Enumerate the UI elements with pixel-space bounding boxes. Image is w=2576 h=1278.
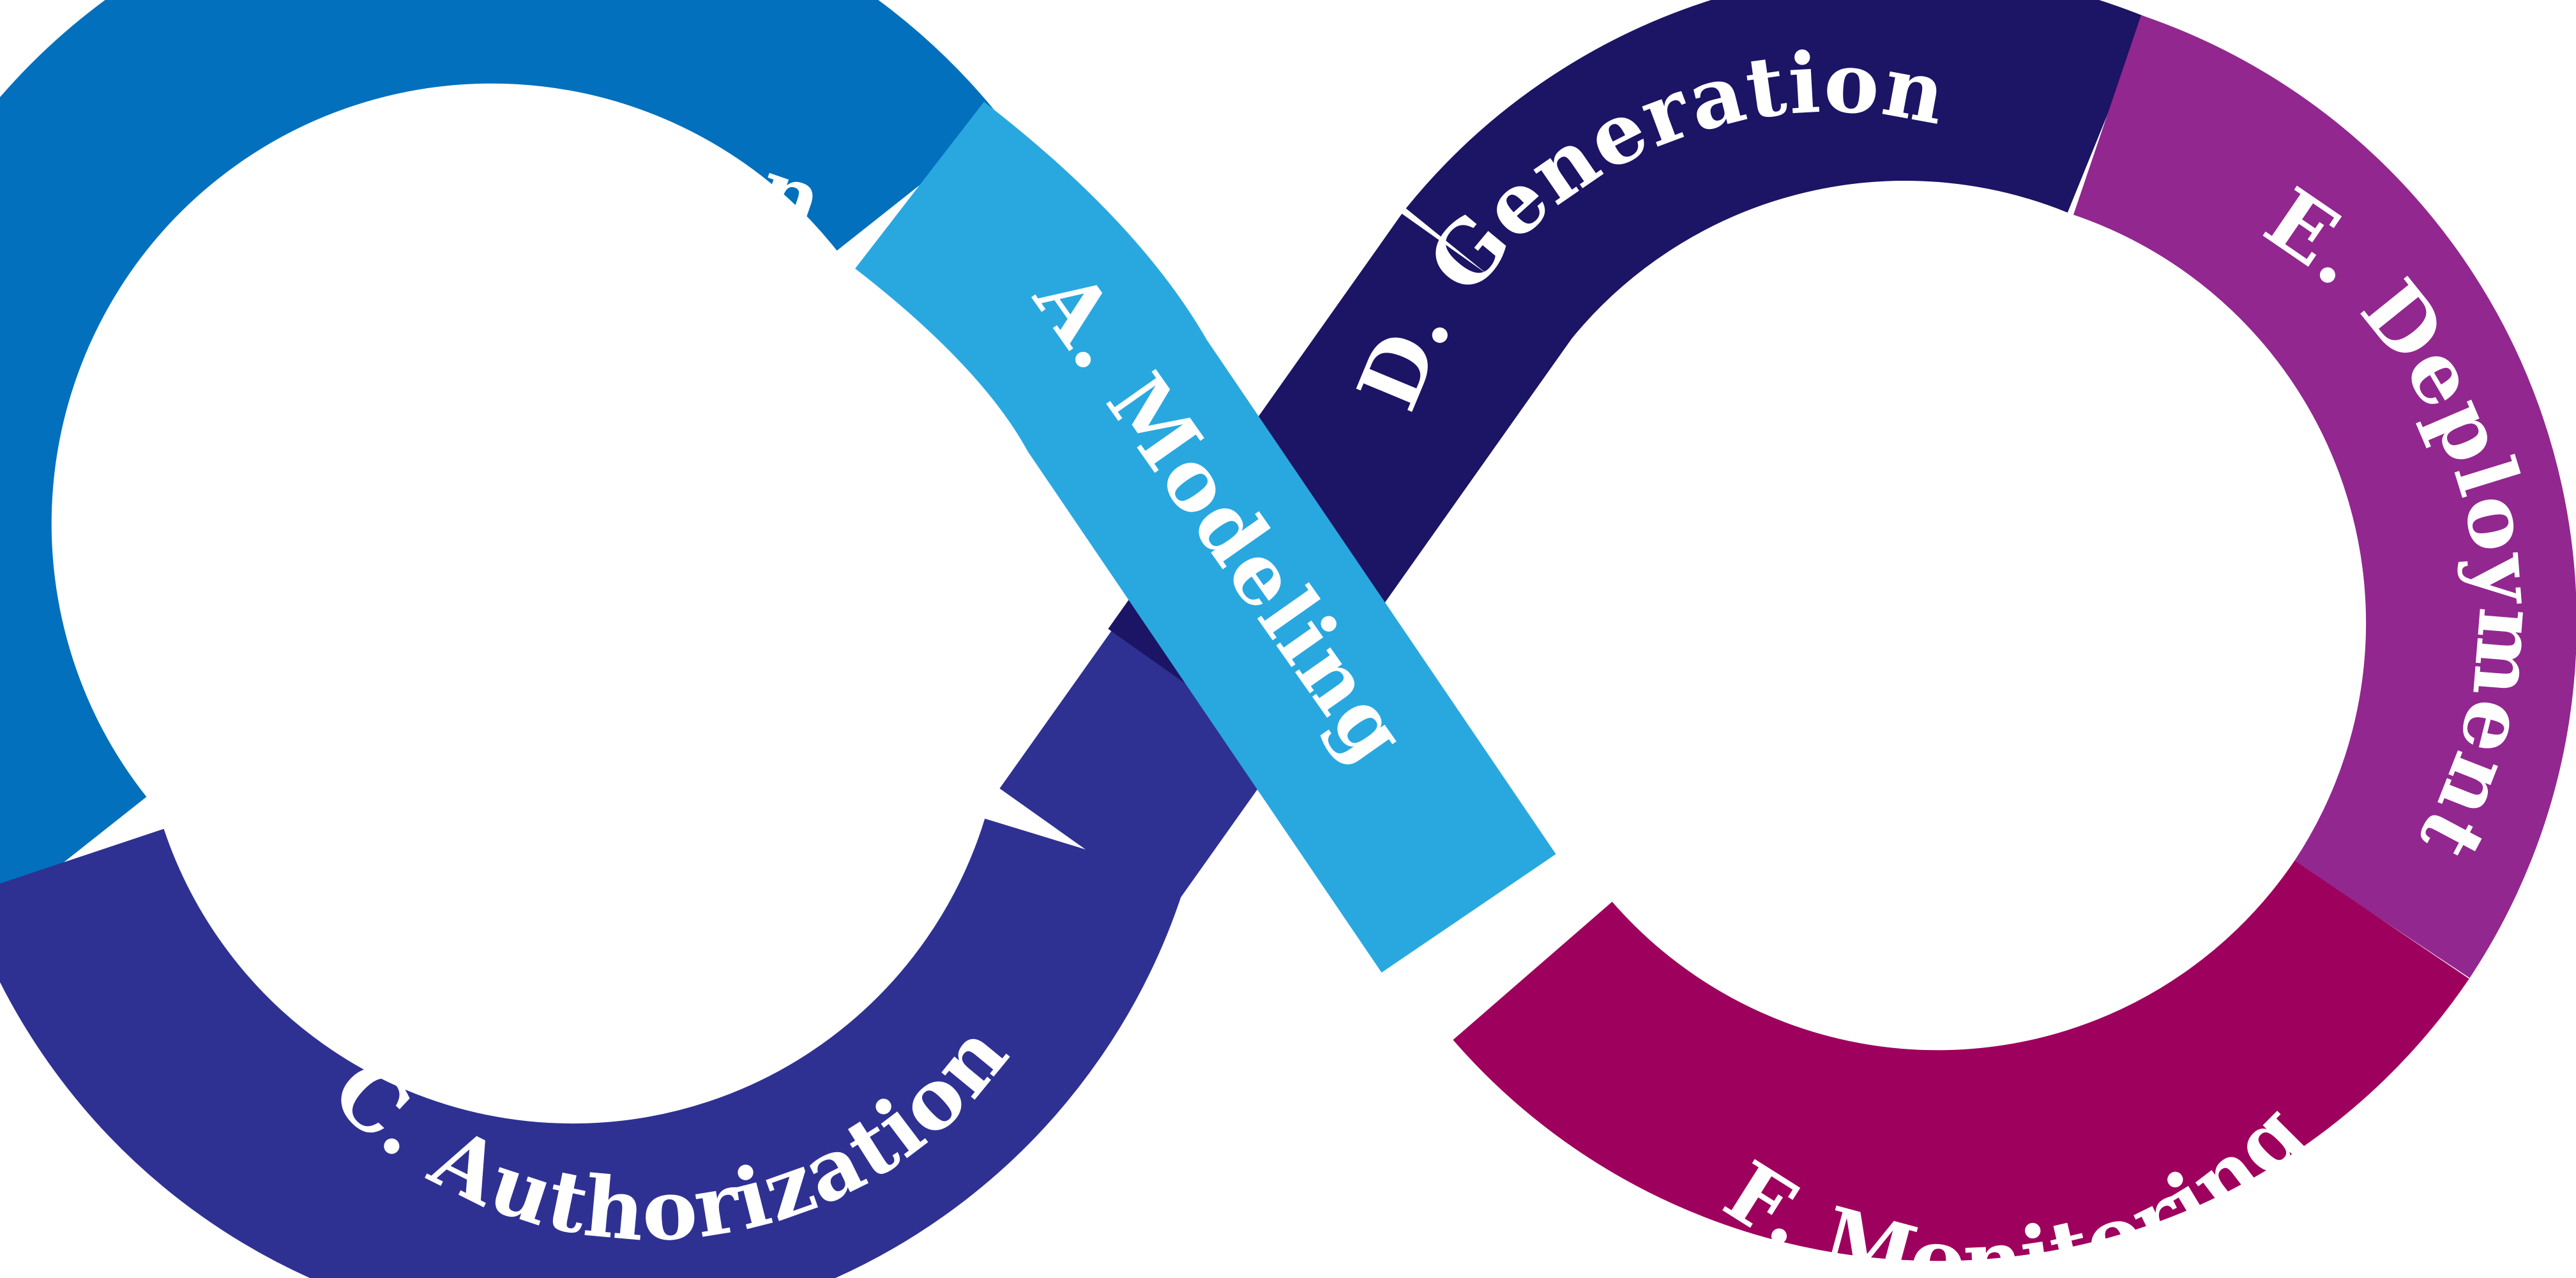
monitoring-segment [1453,860,2469,1261]
generation-segment [1405,0,2148,342]
authentication-segment [0,0,1003,913]
modeling-segment [854,102,1556,973]
authorization-segment [0,818,1186,1278]
deployment-segment [2073,15,2576,978]
authentication-label: B. Authentication [120,121,837,620]
